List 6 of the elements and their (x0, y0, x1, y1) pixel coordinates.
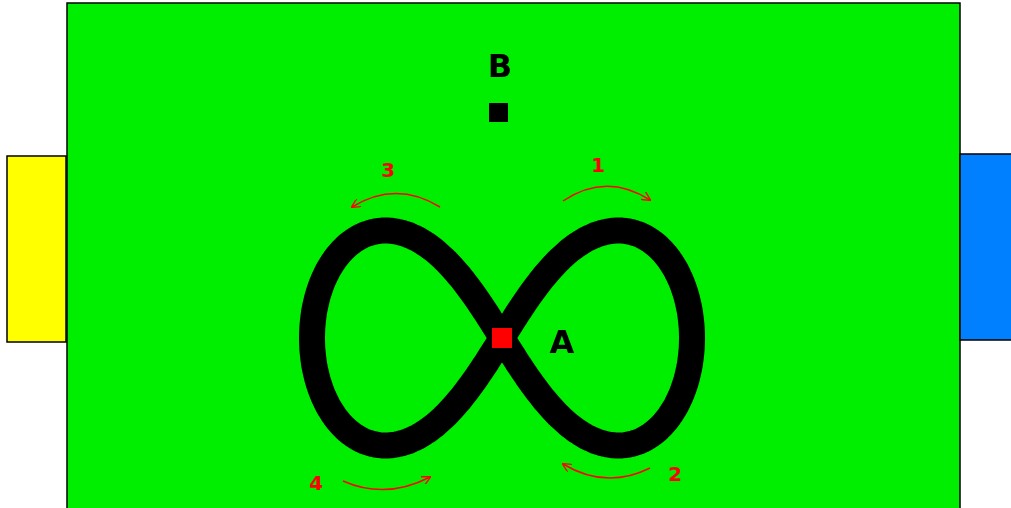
step-number: 4 (309, 473, 323, 493)
step-number: 1 (591, 155, 605, 175)
step-number: 3 (381, 160, 395, 180)
point-label: A (549, 326, 575, 358)
point-label: B (487, 50, 513, 82)
step-number: 2 (668, 464, 682, 484)
